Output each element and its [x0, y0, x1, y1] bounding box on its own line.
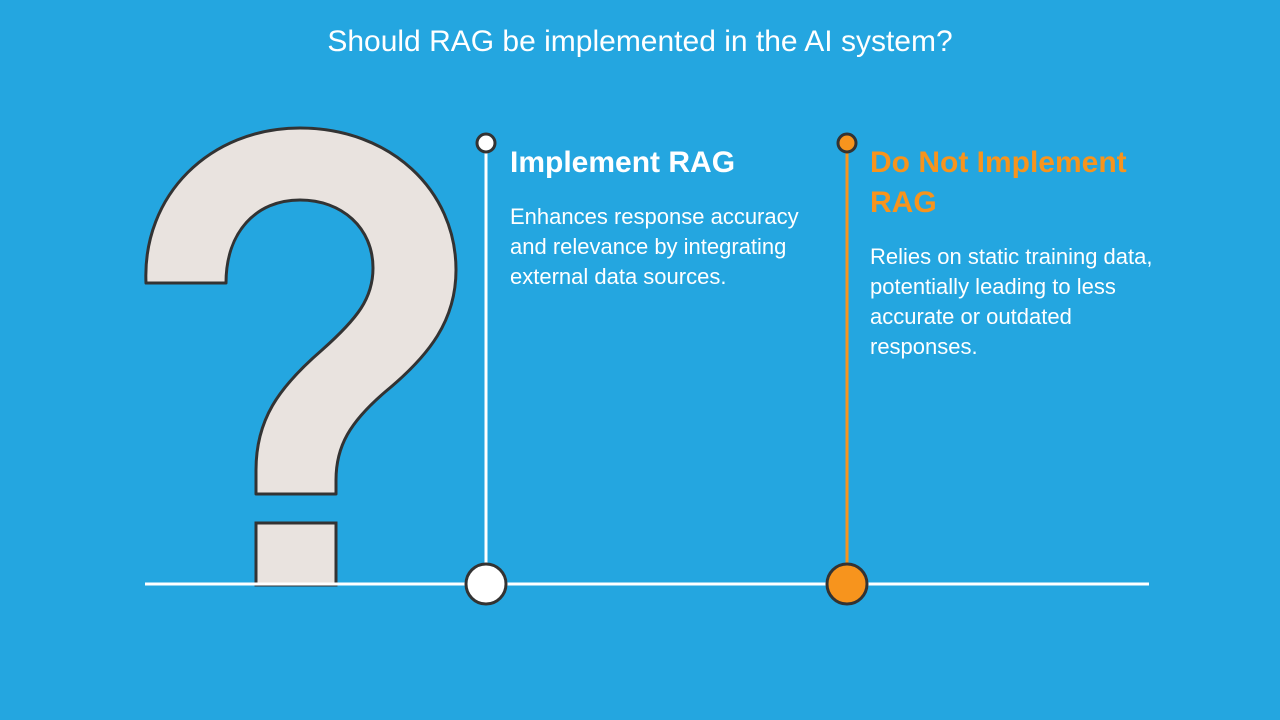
option-1-description: Enhances response accuracy and relevance…: [510, 204, 799, 289]
option-2-base-node: [825, 562, 869, 606]
option-1-top-node: [475, 132, 497, 154]
option-2-connector: [825, 132, 869, 606]
page-title: Should RAG be implemented in the AI syst…: [327, 25, 953, 58]
option-1-heading: Implement RAG: [510, 146, 736, 179]
question-mark-hook: [144, 126, 458, 496]
option-2-top-node: [836, 132, 858, 154]
option-1-connector: [464, 132, 508, 606]
question-mark-icon: [144, 126, 458, 587]
question-mark-dot: [254, 521, 338, 587]
option-2-description: Relies on static training data, potentia…: [870, 244, 1153, 359]
option-1-base-node: [464, 562, 508, 606]
option-2-heading: Do Not Implement RAG: [870, 146, 1127, 219]
